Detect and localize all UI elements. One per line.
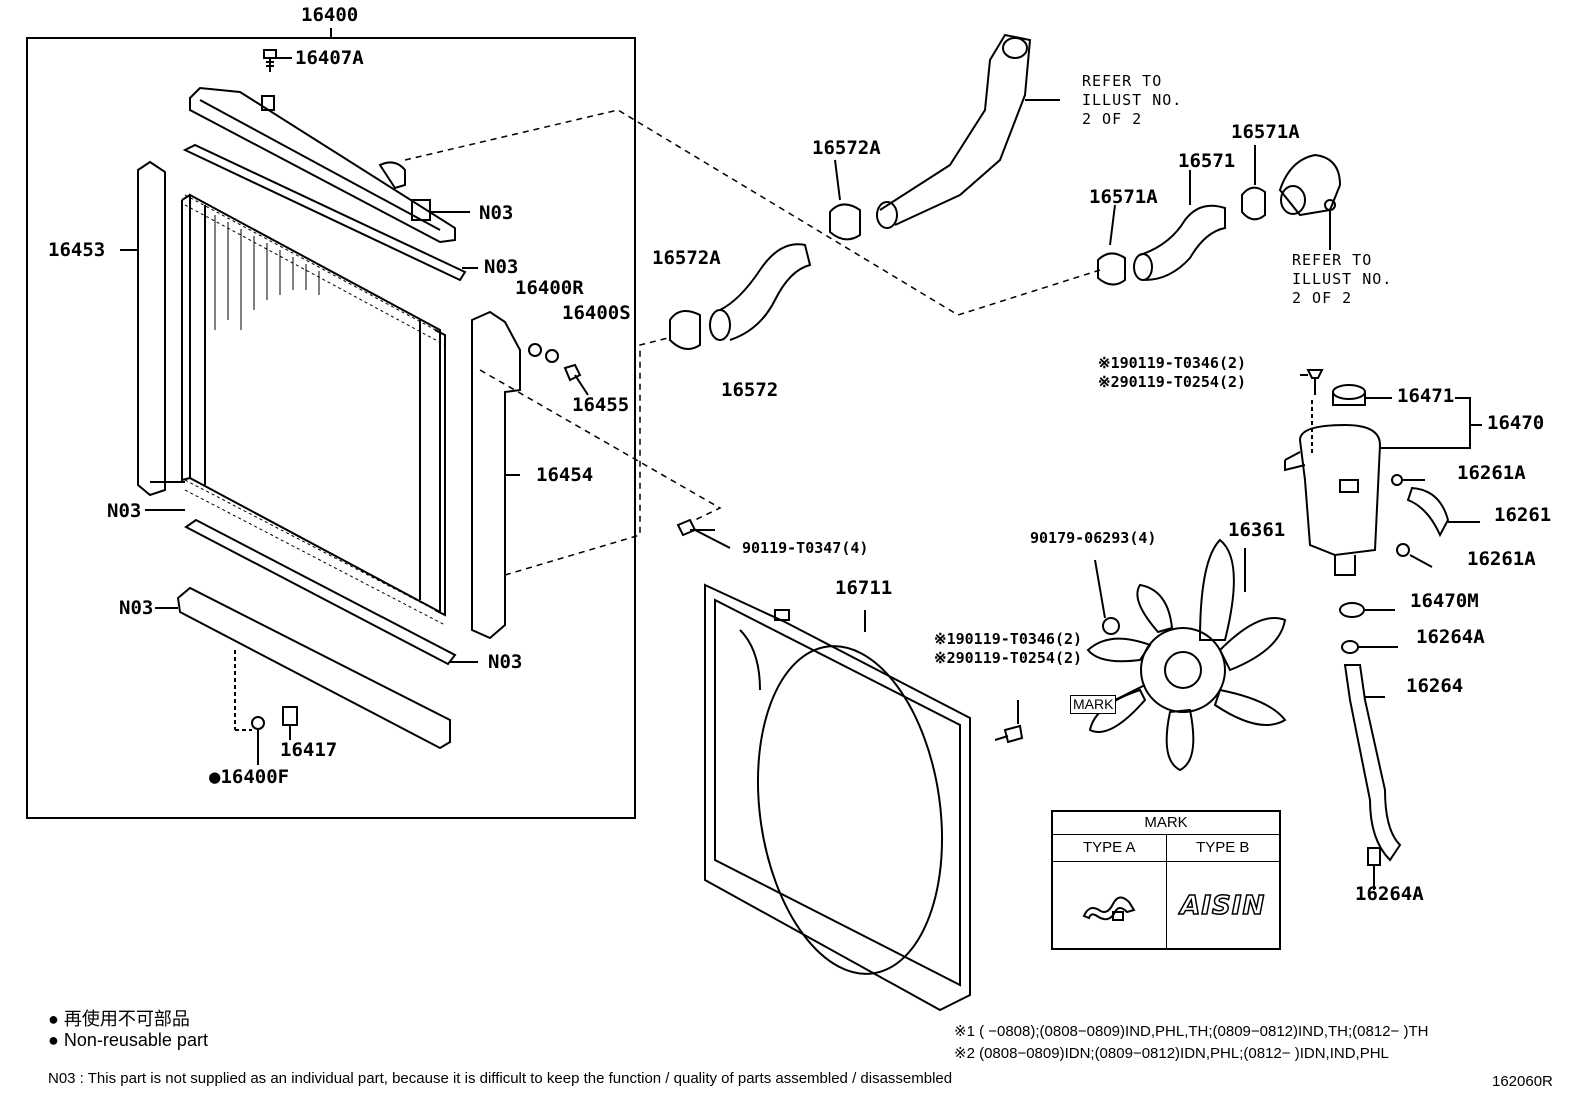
refer-note-upper: REFER TO ILLUST NO. 2 OF 2 [1082,72,1182,129]
upper-hose-16572 [709,243,812,341]
fan-nut [1102,617,1120,635]
lower-tank [176,586,451,750]
water-inlet-housing [1278,153,1342,250]
part-label-16417[interactable]: 16417 [280,739,338,761]
water-outlet-pipe [876,33,1060,229]
refer-note-lower-line-2: ILLUST NO. [1292,270,1393,288]
clamp-16572A-top [829,203,861,241]
footnote-1: ※1 ( −0808);(0808−0809)IND,PHL,TH;(0809−… [954,1023,1429,1040]
footnote-2: ※2 (0808−0809)IDN;(0809−0812)IDN,PHL;(08… [954,1045,1389,1062]
part-label-16572[interactable]: 16572 [721,379,779,401]
refer-note-upper-line-3: 2 OF 2 [1082,110,1143,128]
part-label-16264A-bot[interactable]: 16264A [1355,883,1424,905]
side-plate-16453 [137,160,166,497]
overflow-hose-16264 [1343,664,1402,862]
refer-note-upper-line-2: ILLUST NO. [1082,91,1183,109]
bolt-90119-T0347 [676,518,731,549]
n03-label-upper-gasket[interactable]: N03 [484,256,519,278]
clamp-16572A-mid [669,310,701,350]
part-label-90119-T0347[interactable]: 90119-T0347(4) [742,539,869,557]
radiator-cap-16407A [263,49,292,72]
clamp-16571A-left [1097,252,1126,286]
reservoir-bolt [1300,369,1324,395]
legend-en: ● Non-reusable part [48,1030,208,1050]
part-label-16470M[interactable]: 16470M [1410,590,1479,612]
reservoir-bolt-notes[interactable]: ※190119-T0346(2) ※290119-T0254(2) [1098,354,1246,392]
clamp-16571A-right [1241,186,1266,221]
drain-oring-16400F [251,716,265,730]
fan-shroud-16711 [704,583,971,1012]
mark-table-body: AISIN [1053,862,1279,950]
mark-type-b-cell: AISIN [1167,862,1280,950]
part-label-16571[interactable]: 16571 [1178,150,1236,172]
radiator-assembly-frame [26,37,636,819]
refer-note-lower-line-3: 2 OF 2 [1292,289,1353,307]
clip-16264A-top [1341,640,1359,654]
part-label-16261A-top[interactable]: 16261A [1457,462,1526,484]
part-label-16361[interactable]: 16361 [1228,519,1286,541]
part-label-16470[interactable]: 16470 [1487,412,1545,434]
mark-type-a-cell [1053,862,1167,950]
lower-gasket [184,518,457,666]
mark-table: MARK TYPE A TYPE B AISIN [1051,810,1281,950]
aisin-logo: AISIN [1180,890,1266,922]
mark-type-b-header: TYPE B [1196,839,1250,856]
part-label-16572A-mid[interactable]: 16572A [652,247,721,269]
part-label-16455[interactable]: 16455 [572,394,630,416]
fan-mark-label: MARK [1070,695,1117,714]
n03-note: N03 : This part is not supplied as an in… [48,1070,953,1087]
part-label-16264[interactable]: 16264 [1406,675,1464,697]
cooling-fan-16361 [1086,538,1287,772]
shroud-bolt-notes[interactable]: ※190119-T0346(2) ※290119-T0254(2) [934,630,1082,668]
part-label-90179-06293[interactable]: 90179-06293(4) [1030,529,1157,547]
n03-label-core[interactable]: N03 [107,500,142,522]
clip-16264A-bot [1367,847,1381,866]
part-label-16572A-top[interactable]: 16572A [812,137,881,159]
part-label-16571A-right[interactable]: 16571A [1231,121,1300,143]
part-label-16454[interactable]: 16454 [536,464,594,486]
part-label-16400F[interactable]: ●16400F [209,766,290,788]
part-label-16453[interactable]: 16453 [48,239,106,261]
shroud-bolt [994,700,1024,744]
hose-16571 [1133,204,1226,281]
part-label-16261A-bot[interactable]: 16261A [1467,548,1536,570]
upper-tank [189,86,470,244]
radiator-core [181,193,446,626]
part-label-16471[interactable]: 16471 [1397,385,1455,407]
part-label-16261[interactable]: 16261 [1494,504,1552,526]
mark-type-a-header: TYPE A [1053,835,1167,861]
mark-table-title: MARK [1053,812,1279,835]
part-label-16400R[interactable]: 16400R [515,277,584,299]
grommet-16470M [1339,602,1365,618]
reservoir-bolt-note-1[interactable]: ※190119-T0346(2) [1098,354,1247,372]
n03-label-lower-gasket[interactable]: N03 [488,651,523,673]
diagram-id: 162060R [1492,1073,1553,1090]
hose-16261 [1406,486,1450,538]
assembly-label-16400[interactable]: 16400 [301,4,359,26]
shroud-bolt-note-2[interactable]: ※290119-T0254(2) [934,649,1083,667]
mark-table-header: TYPE A TYPE B [1053,835,1279,862]
refer-note-upper-line-1: REFER TO [1082,72,1163,90]
shroud-bolt-note-1[interactable]: ※190119-T0346(2) [934,630,1083,648]
refer-note-lower: REFER TO ILLUST NO. 2 OF 2 [1292,251,1392,308]
refer-note-lower-line-1: REFER TO [1292,251,1373,269]
part-label-16400S[interactable]: 16400S [562,302,631,324]
side-plate-16454 [471,310,521,640]
part-label-16571A-left[interactable]: 16571A [1089,186,1158,208]
reservoir-tank [1284,384,1382,576]
part-label-16407A[interactable]: 16407A [295,47,364,69]
type-a-mark-icon [1082,896,1136,921]
reservoir-bolt-note-2[interactable]: ※290119-T0254(2) [1098,373,1247,391]
drain-cock-16417 [282,706,298,740]
n03-label-upper-tank[interactable]: N03 [479,202,514,224]
legend-jp: ● 再使用不可部品 [48,1009,190,1029]
n03-label-lower-tank[interactable]: N03 [119,597,154,619]
upper-gasket [182,143,467,282]
part-label-16264A-top[interactable]: 16264A [1416,626,1485,648]
part-label-16711[interactable]: 16711 [835,577,893,599]
